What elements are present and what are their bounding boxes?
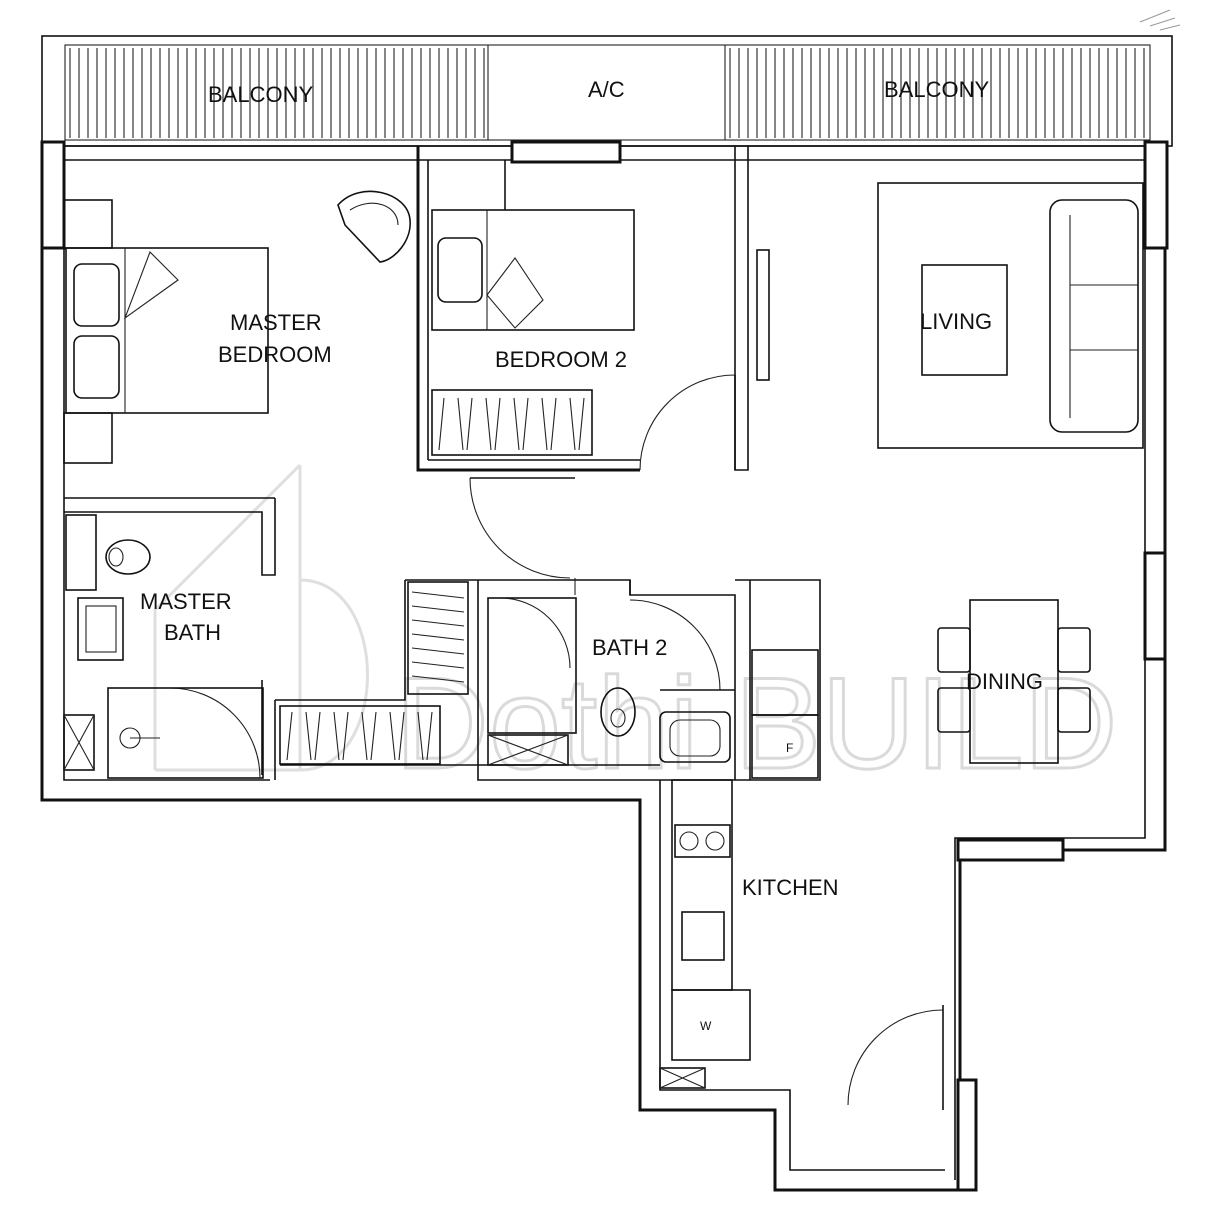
watermark: Dothi BUILD	[153, 463, 1119, 798]
bedroom-2-furniture	[431, 209, 635, 456]
wardrobe-hatch-line	[398, 711, 405, 761]
label-bath-2: BATH 2	[592, 635, 667, 660]
wardrobe-hatch-line	[550, 397, 557, 451]
balcony-left-hatch	[69, 48, 485, 138]
corridor-wardrobe	[279, 581, 469, 765]
wardrobe-hatch-line	[485, 397, 492, 451]
wardrobe-hatch-line	[411, 605, 465, 613]
armchair	[337, 190, 411, 263]
living-rug	[877, 182, 1144, 449]
vanity-bath-2	[659, 711, 731, 763]
coffee-table	[921, 264, 1008, 376]
wardrobe-hatch-line	[513, 397, 520, 451]
wardrobe-hatch-line	[411, 633, 465, 641]
label-dining: DINING	[966, 669, 1043, 694]
interior-walls	[64, 146, 821, 781]
window-dining	[1143, 551, 1167, 661]
wardrobe-hatch-line	[411, 675, 465, 683]
washer	[671, 989, 751, 1061]
bath-2-fixtures	[487, 597, 731, 766]
master-bath-fixtures	[63, 514, 264, 779]
wardrobe-hatch-line	[541, 397, 548, 451]
kitchen-fixtures: F W	[659, 649, 819, 1089]
label-master-bedroom-1: MASTER	[230, 310, 322, 335]
label-master-bath-1: MASTER	[140, 589, 232, 614]
master-bed	[65, 247, 269, 414]
doors	[169, 249, 944, 1110]
window-master-bedroom	[40, 140, 66, 250]
toilet-master	[105, 539, 151, 575]
wardrobe-hatch-line	[411, 619, 465, 627]
label-kitchen: KITCHEN	[742, 875, 839, 900]
wardrobe-hatch-line	[411, 647, 465, 655]
room-labels: MASTER BEDROOM BEDROOM 2 LIVING MASTER B…	[140, 309, 1043, 900]
window-living	[1143, 140, 1169, 250]
wardrobe-hatch-line	[569, 397, 576, 451]
windows	[40, 140, 1169, 1192]
wardrobe-hatch-line	[411, 591, 465, 599]
vanity-master	[77, 597, 124, 661]
label-master-bath-2: BATH	[164, 620, 221, 645]
wardrobe-hatch-line	[286, 711, 293, 761]
label-balcony-right: BALCONY	[884, 77, 989, 102]
window-kitchen-corner	[956, 838, 1065, 862]
wardrobe-hatch-line	[466, 397, 473, 451]
sofa	[1049, 199, 1139, 433]
label-balcony-left: BALCONY	[208, 82, 313, 107]
window-entrance	[956, 1078, 978, 1192]
label-master-bedroom-2: BEDROOM	[218, 342, 332, 367]
wardrobe-hatch-line	[361, 711, 368, 761]
wardrobe-hatch-line	[305, 711, 312, 761]
fridge	[751, 714, 819, 779]
wardrobe-hatch-line	[438, 397, 445, 451]
master-bedroom-furniture	[63, 190, 411, 464]
bed-2	[431, 209, 635, 331]
living-furniture	[877, 182, 1144, 764]
wardrobe-hatch-line	[494, 397, 501, 451]
wardrobe-hatch-line	[578, 397, 585, 451]
corner-mark	[1139, 9, 1181, 31]
label-fridge: F	[786, 741, 793, 755]
wardrobe-hatch-line	[389, 711, 396, 761]
wardrobe-hatch-line	[457, 397, 464, 451]
watermark-logo	[153, 463, 369, 772]
wardrobe-hatch-line	[417, 711, 424, 761]
label-living: LIVING	[920, 309, 992, 334]
wardrobe-hatch-line	[333, 711, 340, 761]
dining-table	[969, 599, 1059, 764]
label-bedroom-2: BEDROOM 2	[495, 347, 627, 372]
window-bedroom-2	[510, 140, 622, 164]
watermark-text: Dothi BUILD	[395, 650, 1118, 796]
wardrobe-hatch-line	[370, 711, 377, 761]
wardrobe-hatch-line	[342, 711, 349, 761]
balcony-strip: BALCONY A/C BALCONY	[41, 35, 1173, 147]
wardrobe-2	[431, 389, 593, 456]
wardrobe-hatch-line	[411, 661, 465, 669]
balcony-right-hatch	[729, 48, 1145, 138]
wardrobe-hatch-line	[522, 397, 529, 451]
kitchen-sink	[681, 911, 725, 961]
wardrobe-hatch-line	[314, 711, 321, 761]
label-washer: W	[700, 1019, 712, 1033]
toilet-bath-2	[600, 687, 636, 737]
hob	[674, 824, 731, 858]
wardrobe-hatch-line	[426, 711, 433, 761]
label-ac: A/C	[588, 77, 625, 102]
